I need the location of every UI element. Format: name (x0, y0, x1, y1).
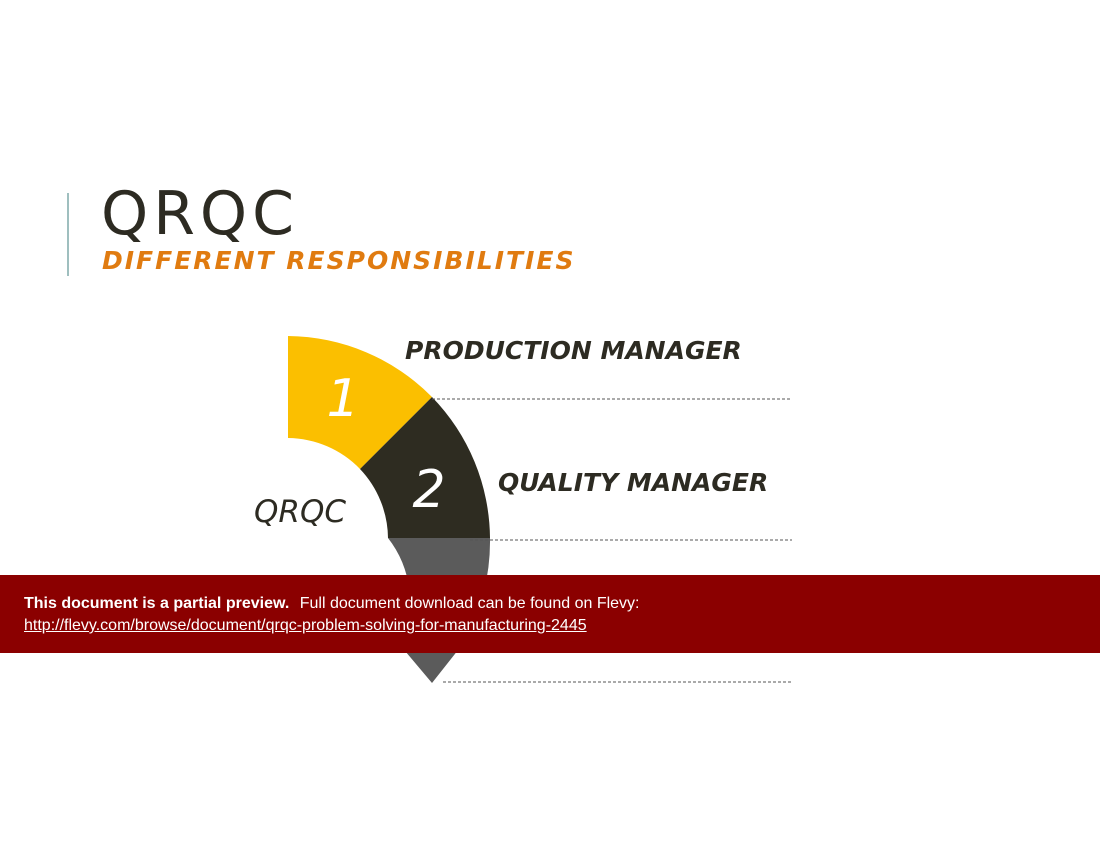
diagram-center-label: QRQC (254, 494, 346, 530)
segment-1-number: 1 (326, 369, 359, 429)
segment-1 (288, 336, 432, 469)
banner-message: This document is a partial preview. Full… (24, 595, 639, 613)
banner-text: Full document download can be found on F… (299, 595, 640, 612)
segment-2-number: 2 (412, 460, 445, 520)
segment-2 (360, 397, 490, 538)
item-label-quality-manager: QUALITY MANAGER (498, 468, 769, 497)
page-subtitle: DIFFERENT RESPONSIBILITIES (102, 246, 576, 275)
page-title: QRQC (101, 179, 300, 249)
title-accent-bar (67, 193, 69, 276)
preview-banner: This document is a partial preview. Full… (0, 575, 1100, 653)
item-label-production-manager: PRODUCTION MANAGER (405, 336, 742, 365)
banner-download-link[interactable]: http://flevy.com/browse/document/qrqc-pr… (24, 617, 587, 634)
banner-bold-text: This document is a partial preview. (24, 595, 290, 612)
